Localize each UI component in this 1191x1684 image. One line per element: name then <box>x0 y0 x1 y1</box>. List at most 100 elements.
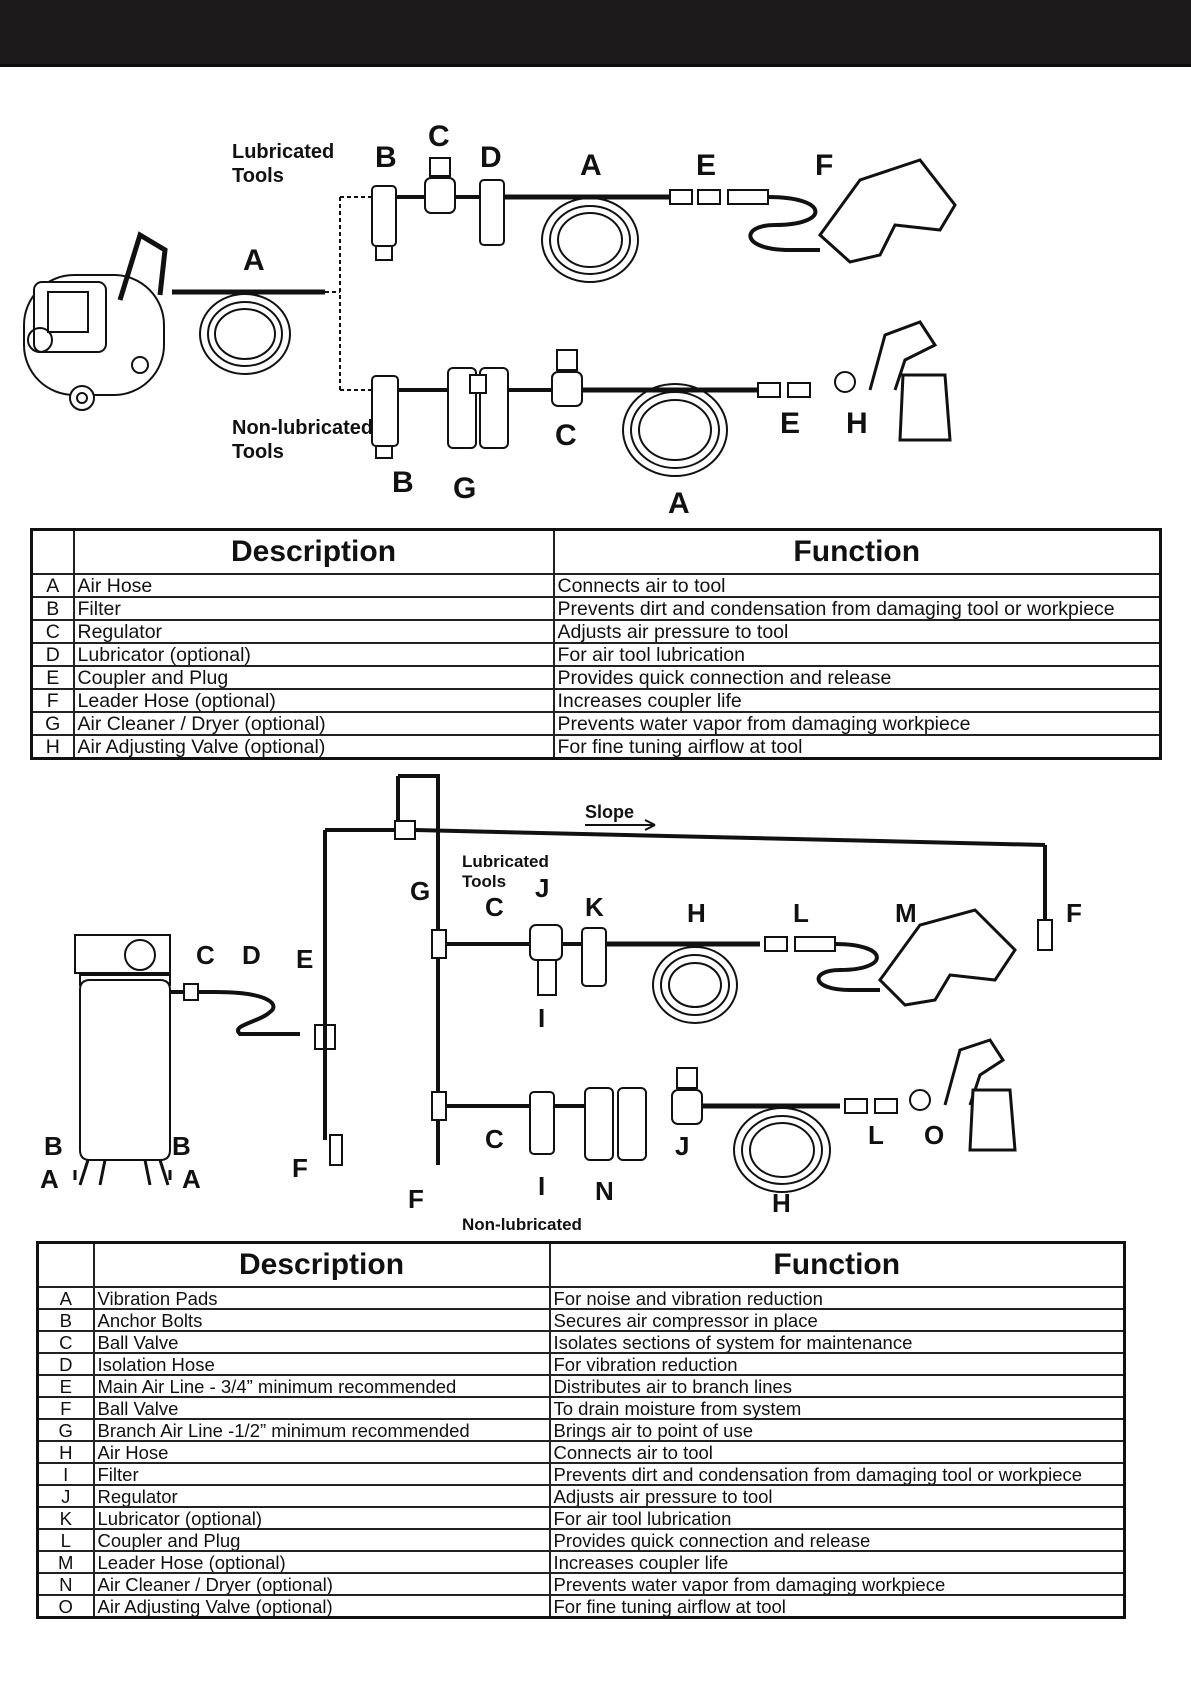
label-f: F <box>292 1153 308 1183</box>
row-description: Coupler and Plug <box>92 1528 551 1552</box>
row-key: E <box>36 1374 95 1398</box>
label-h: H <box>772 1188 791 1218</box>
label-b: B <box>392 466 414 499</box>
row-function: Provides quick connection and release <box>552 665 1162 690</box>
row-function: Connects air to tool <box>552 573 1162 598</box>
row-description: Vibration Pads <box>92 1286 551 1310</box>
row-description: Filter <box>92 1462 551 1486</box>
row-function: Adjusts air pressure to tool <box>548 1484 1126 1508</box>
row-function: Connects air to tool <box>548 1440 1126 1464</box>
label-b: B <box>44 1131 63 1161</box>
row-description: Air Hose <box>92 1440 551 1464</box>
row-key: B <box>30 596 75 621</box>
key-header <box>36 1241 95 1288</box>
label-g: G <box>453 472 476 505</box>
air-hose-a <box>172 289 325 375</box>
row-description: Air Adjusting Valve (optional) <box>72 734 555 760</box>
label-k: K <box>585 892 604 922</box>
label-c: C <box>196 940 215 970</box>
row-key: H <box>30 734 75 760</box>
row-function: Adjusts air pressure to tool <box>552 619 1162 644</box>
row-key: C <box>36 1330 95 1354</box>
label-i: I <box>538 1171 545 1201</box>
label-c: C <box>485 892 504 922</box>
row-key: N <box>36 1572 95 1596</box>
row-function: For fine tuning airflow at tool <box>548 1594 1126 1619</box>
bottom-branch <box>371 320 952 477</box>
row-function: To drain moisture from system <box>548 1396 1126 1420</box>
function-header: Function <box>552 528 1162 575</box>
label-a: A <box>40 1164 59 1194</box>
row-description: Air Cleaner / Dryer (optional) <box>72 711 555 736</box>
row-description: Lubricator (optional) <box>92 1506 551 1530</box>
row-description: Leader Hose (optional) <box>92 1550 551 1574</box>
table-header-row: Description Function <box>36 1241 1126 1288</box>
label-h: H <box>687 898 706 928</box>
label-j: J <box>535 873 549 903</box>
label-c: C <box>485 1124 504 1154</box>
label-g: G <box>410 876 430 906</box>
row-description: Anchor Bolts <box>92 1308 551 1332</box>
row-description: Filter <box>72 596 555 621</box>
label-d: D <box>242 940 261 970</box>
vertical-compressor-illustration <box>73 934 172 1186</box>
label-e: E <box>296 944 313 974</box>
description-header: Description <box>92 1241 551 1288</box>
row-function: Isolates sections of system for maintena… <box>548 1330 1126 1354</box>
row-key: G <box>36 1418 95 1442</box>
row-description: Main Air Line - 3/4” minimum recommended <box>92 1374 551 1398</box>
label-l: L <box>868 1120 884 1150</box>
row-description: Air Adjusting Valve (optional) <box>92 1594 551 1619</box>
label-e: E <box>780 407 800 440</box>
non-lubricated-label: Non-lubricated <box>462 1215 582 1234</box>
label-b: B <box>375 141 397 174</box>
row-function: Prevents dirt and condensation from dama… <box>552 596 1162 621</box>
row-description: Lubricator (optional) <box>72 642 555 667</box>
description-header: Description <box>72 528 555 575</box>
row-description: Ball Valve <box>92 1330 551 1354</box>
row-description: Regulator <box>92 1484 551 1508</box>
row-key: C <box>30 619 75 644</box>
row-description: Ball Valve <box>92 1396 551 1420</box>
row-key: J <box>36 1484 95 1508</box>
row-function: Prevents water vapor from damaging workp… <box>548 1572 1126 1596</box>
row-key: L <box>36 1528 95 1552</box>
row-function: Distributes air to branch lines <box>548 1374 1126 1398</box>
row-key: D <box>30 642 75 667</box>
row-function: Increases coupler life <box>552 688 1162 713</box>
row-function: For fine tuning airflow at tool <box>552 734 1162 760</box>
row-function: For vibration reduction <box>548 1352 1126 1376</box>
label-f: F <box>815 149 833 182</box>
label-e: E <box>696 149 716 182</box>
label-h: H <box>846 407 868 440</box>
row-key: O <box>36 1594 95 1619</box>
top-branch <box>371 157 957 283</box>
label-o: O <box>924 1120 944 1150</box>
label-f: F <box>408 1184 424 1214</box>
row-function: Brings air to point of use <box>548 1418 1126 1442</box>
label-a: A <box>668 487 690 520</box>
row-key: E <box>30 665 75 690</box>
compressor-illustration <box>23 231 168 411</box>
row-function: Secures air compressor in place <box>548 1308 1126 1332</box>
